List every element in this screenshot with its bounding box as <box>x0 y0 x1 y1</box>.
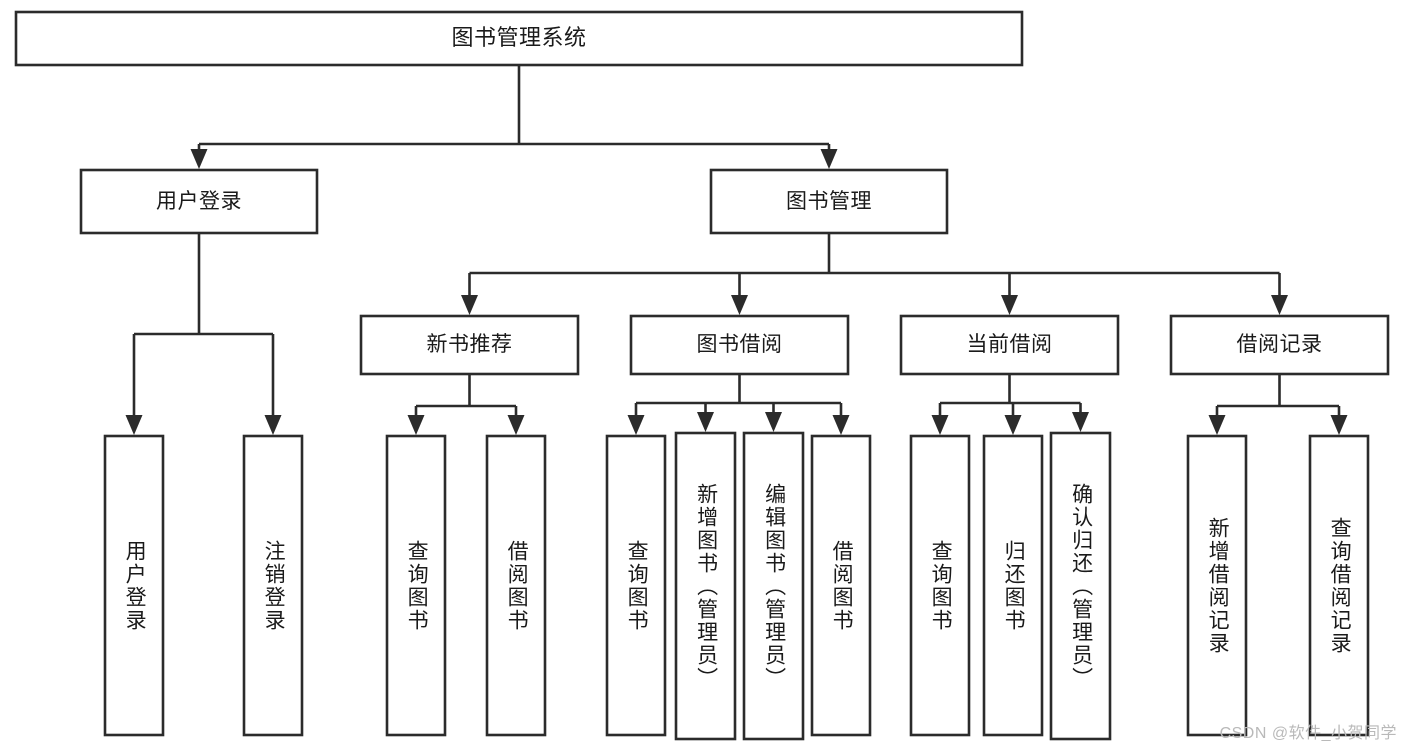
arrow-head-l3-book-borrow-0 <box>627 415 645 435</box>
arrow-head-l3-new-book-rec-0 <box>407 415 425 435</box>
arrow-head-l3-borrow-record-1 <box>1330 415 1348 435</box>
node-box-l3-new-book-rec[interactable] <box>359 314 580 376</box>
node-box-leaf-user-login[interactable] <box>103 434 165 737</box>
arrow-head-l3-new-book-rec-1 <box>507 415 525 435</box>
arrow-head-root-1 <box>820 149 838 169</box>
node-box-leaf-query-book-2[interactable] <box>605 434 667 737</box>
arrow-head-l3-book-borrow-1 <box>697 412 714 432</box>
node-box-leaf-add-record[interactable] <box>1186 434 1248 737</box>
arrow-head-l2-book-mgmt-0 <box>461 295 478 315</box>
node-box-leaf-return-book[interactable] <box>982 434 1044 737</box>
node-box-leaf-logout[interactable] <box>242 434 304 737</box>
node-box-leaf-borrow-book-2[interactable] <box>810 434 872 737</box>
node-box-l2-user-login[interactable] <box>79 168 319 235</box>
arrow-head-l3-borrow-record-0 <box>1208 415 1226 435</box>
node-box-leaf-add-book[interactable] <box>674 431 737 741</box>
node-box-l3-current-borrow[interactable] <box>899 314 1120 376</box>
node-box-leaf-borrow-book-1[interactable] <box>485 434 547 737</box>
arrow-head-l2-book-mgmt-1 <box>731 295 748 315</box>
arrow-head-root-0 <box>190 149 208 169</box>
node-box-leaf-query-record[interactable] <box>1308 434 1370 737</box>
arrow-head-l3-book-borrow-2 <box>765 412 782 432</box>
arrow-head-l2-book-mgmt-2 <box>1001 295 1018 315</box>
arrow-head-l2-user-login-0 <box>125 415 143 435</box>
node-box-leaf-query-book-3[interactable] <box>909 434 971 737</box>
watermark: CSDN @软件_小贺同学 <box>1219 725 1397 742</box>
node-box-leaf-confirm-return[interactable] <box>1049 431 1112 741</box>
connector-layer <box>125 65 1348 435</box>
arrow-head-l2-user-login-1 <box>264 415 282 435</box>
arrow-head-l3-current-borrow-1 <box>1004 415 1022 435</box>
arrow-head-l3-book-borrow-3 <box>832 415 850 435</box>
node-box-root[interactable] <box>14 10 1024 67</box>
arrow-head-l3-current-borrow-2 <box>1072 412 1089 432</box>
node-box-leaf-query-book-1[interactable] <box>385 434 447 737</box>
arrow-head-l2-book-mgmt-3 <box>1271 295 1288 315</box>
node-box-layer <box>14 10 1390 741</box>
node-box-l2-book-mgmt[interactable] <box>709 168 949 235</box>
node-box-leaf-edit-book[interactable] <box>742 431 805 741</box>
arrow-head-l3-current-borrow-0 <box>931 415 949 435</box>
node-box-l3-borrow-record[interactable] <box>1169 314 1390 376</box>
node-box-l3-book-borrow[interactable] <box>629 314 850 376</box>
